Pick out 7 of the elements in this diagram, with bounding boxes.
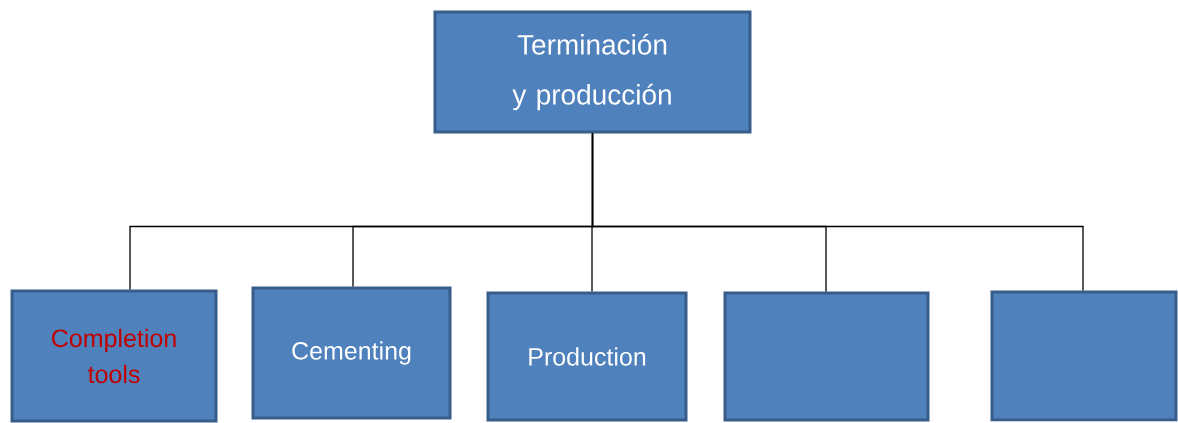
process-box: Completion tools xyxy=(10,289,218,423)
process-box xyxy=(990,290,1178,422)
process-box: Production xyxy=(486,291,688,422)
process-box: Cementing xyxy=(251,286,452,420)
connector-line xyxy=(591,132,1084,292)
process-box xyxy=(723,291,930,422)
process-box: Terminación y producción xyxy=(433,10,752,134)
